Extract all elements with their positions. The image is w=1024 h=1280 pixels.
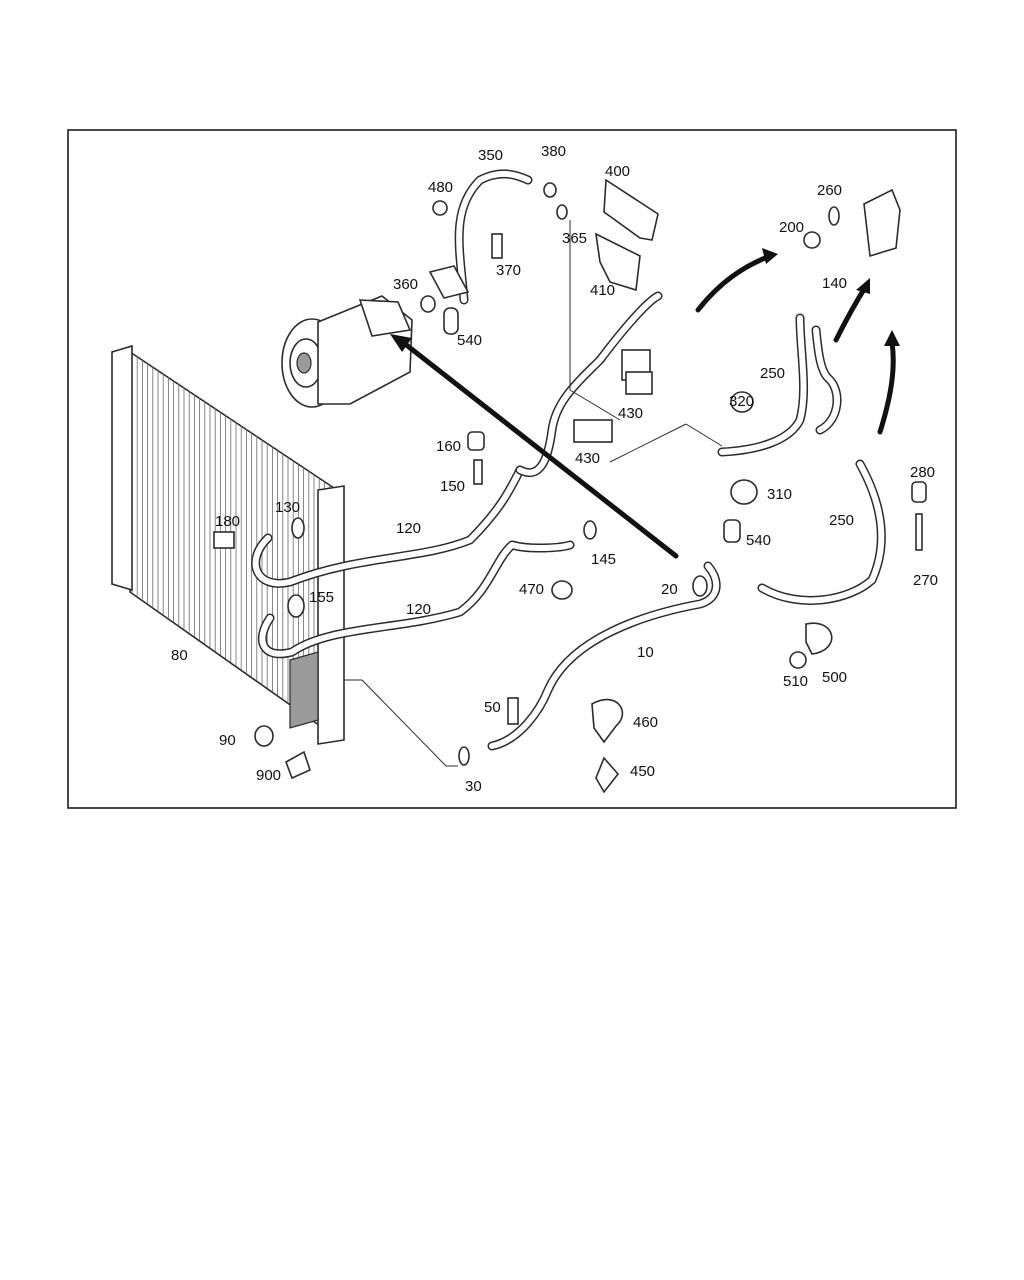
line-bracket[interactable]	[594, 178, 659, 292]
callout-430: 430	[618, 405, 643, 422]
callout-160: 160	[436, 438, 461, 455]
small-parts	[213, 182, 927, 794]
callout-480: 480	[428, 179, 453, 196]
callout-430: 430	[575, 450, 600, 467]
callout-30: 30	[465, 778, 482, 795]
callout-460: 460	[633, 714, 658, 731]
callout-280: 280	[910, 464, 935, 481]
callout-80: 80	[171, 647, 188, 664]
callout-50: 50	[484, 699, 501, 716]
callout-90: 90	[219, 732, 236, 749]
callout-350: 350	[478, 147, 503, 164]
callout-370: 370	[496, 262, 521, 279]
callout-510: 510	[783, 673, 808, 690]
callout-260: 260	[817, 182, 842, 199]
callout-145: 145	[591, 551, 616, 568]
callout-540: 540	[746, 532, 771, 549]
callout-180: 180	[215, 513, 240, 530]
diagram-frame	[67, 129, 957, 809]
callout-380: 380	[541, 143, 566, 160]
flow-arrows	[390, 248, 900, 559]
callout-10: 10	[637, 644, 654, 661]
callout-labels: 350 380 400 480 365 370 360 540 410 260 …	[171, 143, 938, 795]
callout-200: 200	[779, 219, 804, 236]
callout-250: 250	[760, 365, 785, 382]
compressor[interactable]	[281, 295, 413, 408]
callout-900: 900	[256, 767, 281, 784]
callout-365: 365	[562, 230, 587, 247]
callout-470: 470	[519, 581, 544, 598]
line-clamp[interactable]	[573, 349, 653, 443]
callout-540: 540	[457, 332, 482, 349]
callout-120: 120	[396, 520, 421, 537]
callout-150: 150	[440, 478, 465, 495]
callout-130: 130	[275, 499, 300, 516]
callout-120: 120	[406, 601, 431, 618]
callout-400: 400	[605, 163, 630, 180]
callout-155: 155	[309, 589, 334, 606]
leader-lines	[344, 220, 723, 767]
callout-250: 250	[829, 512, 854, 529]
callout-320: 320	[729, 393, 754, 410]
expansion-valve[interactable]	[803, 188, 901, 258]
callout-450: 450	[630, 763, 655, 780]
refrigerant-lines	[251, 169, 886, 751]
callout-270: 270	[913, 572, 938, 589]
callout-410: 410	[590, 282, 615, 299]
callout-500: 500	[822, 669, 847, 686]
callout-20: 20	[661, 581, 678, 598]
callout-140: 140	[822, 275, 847, 292]
callout-360: 360	[393, 276, 418, 293]
callout-310: 310	[767, 486, 792, 503]
